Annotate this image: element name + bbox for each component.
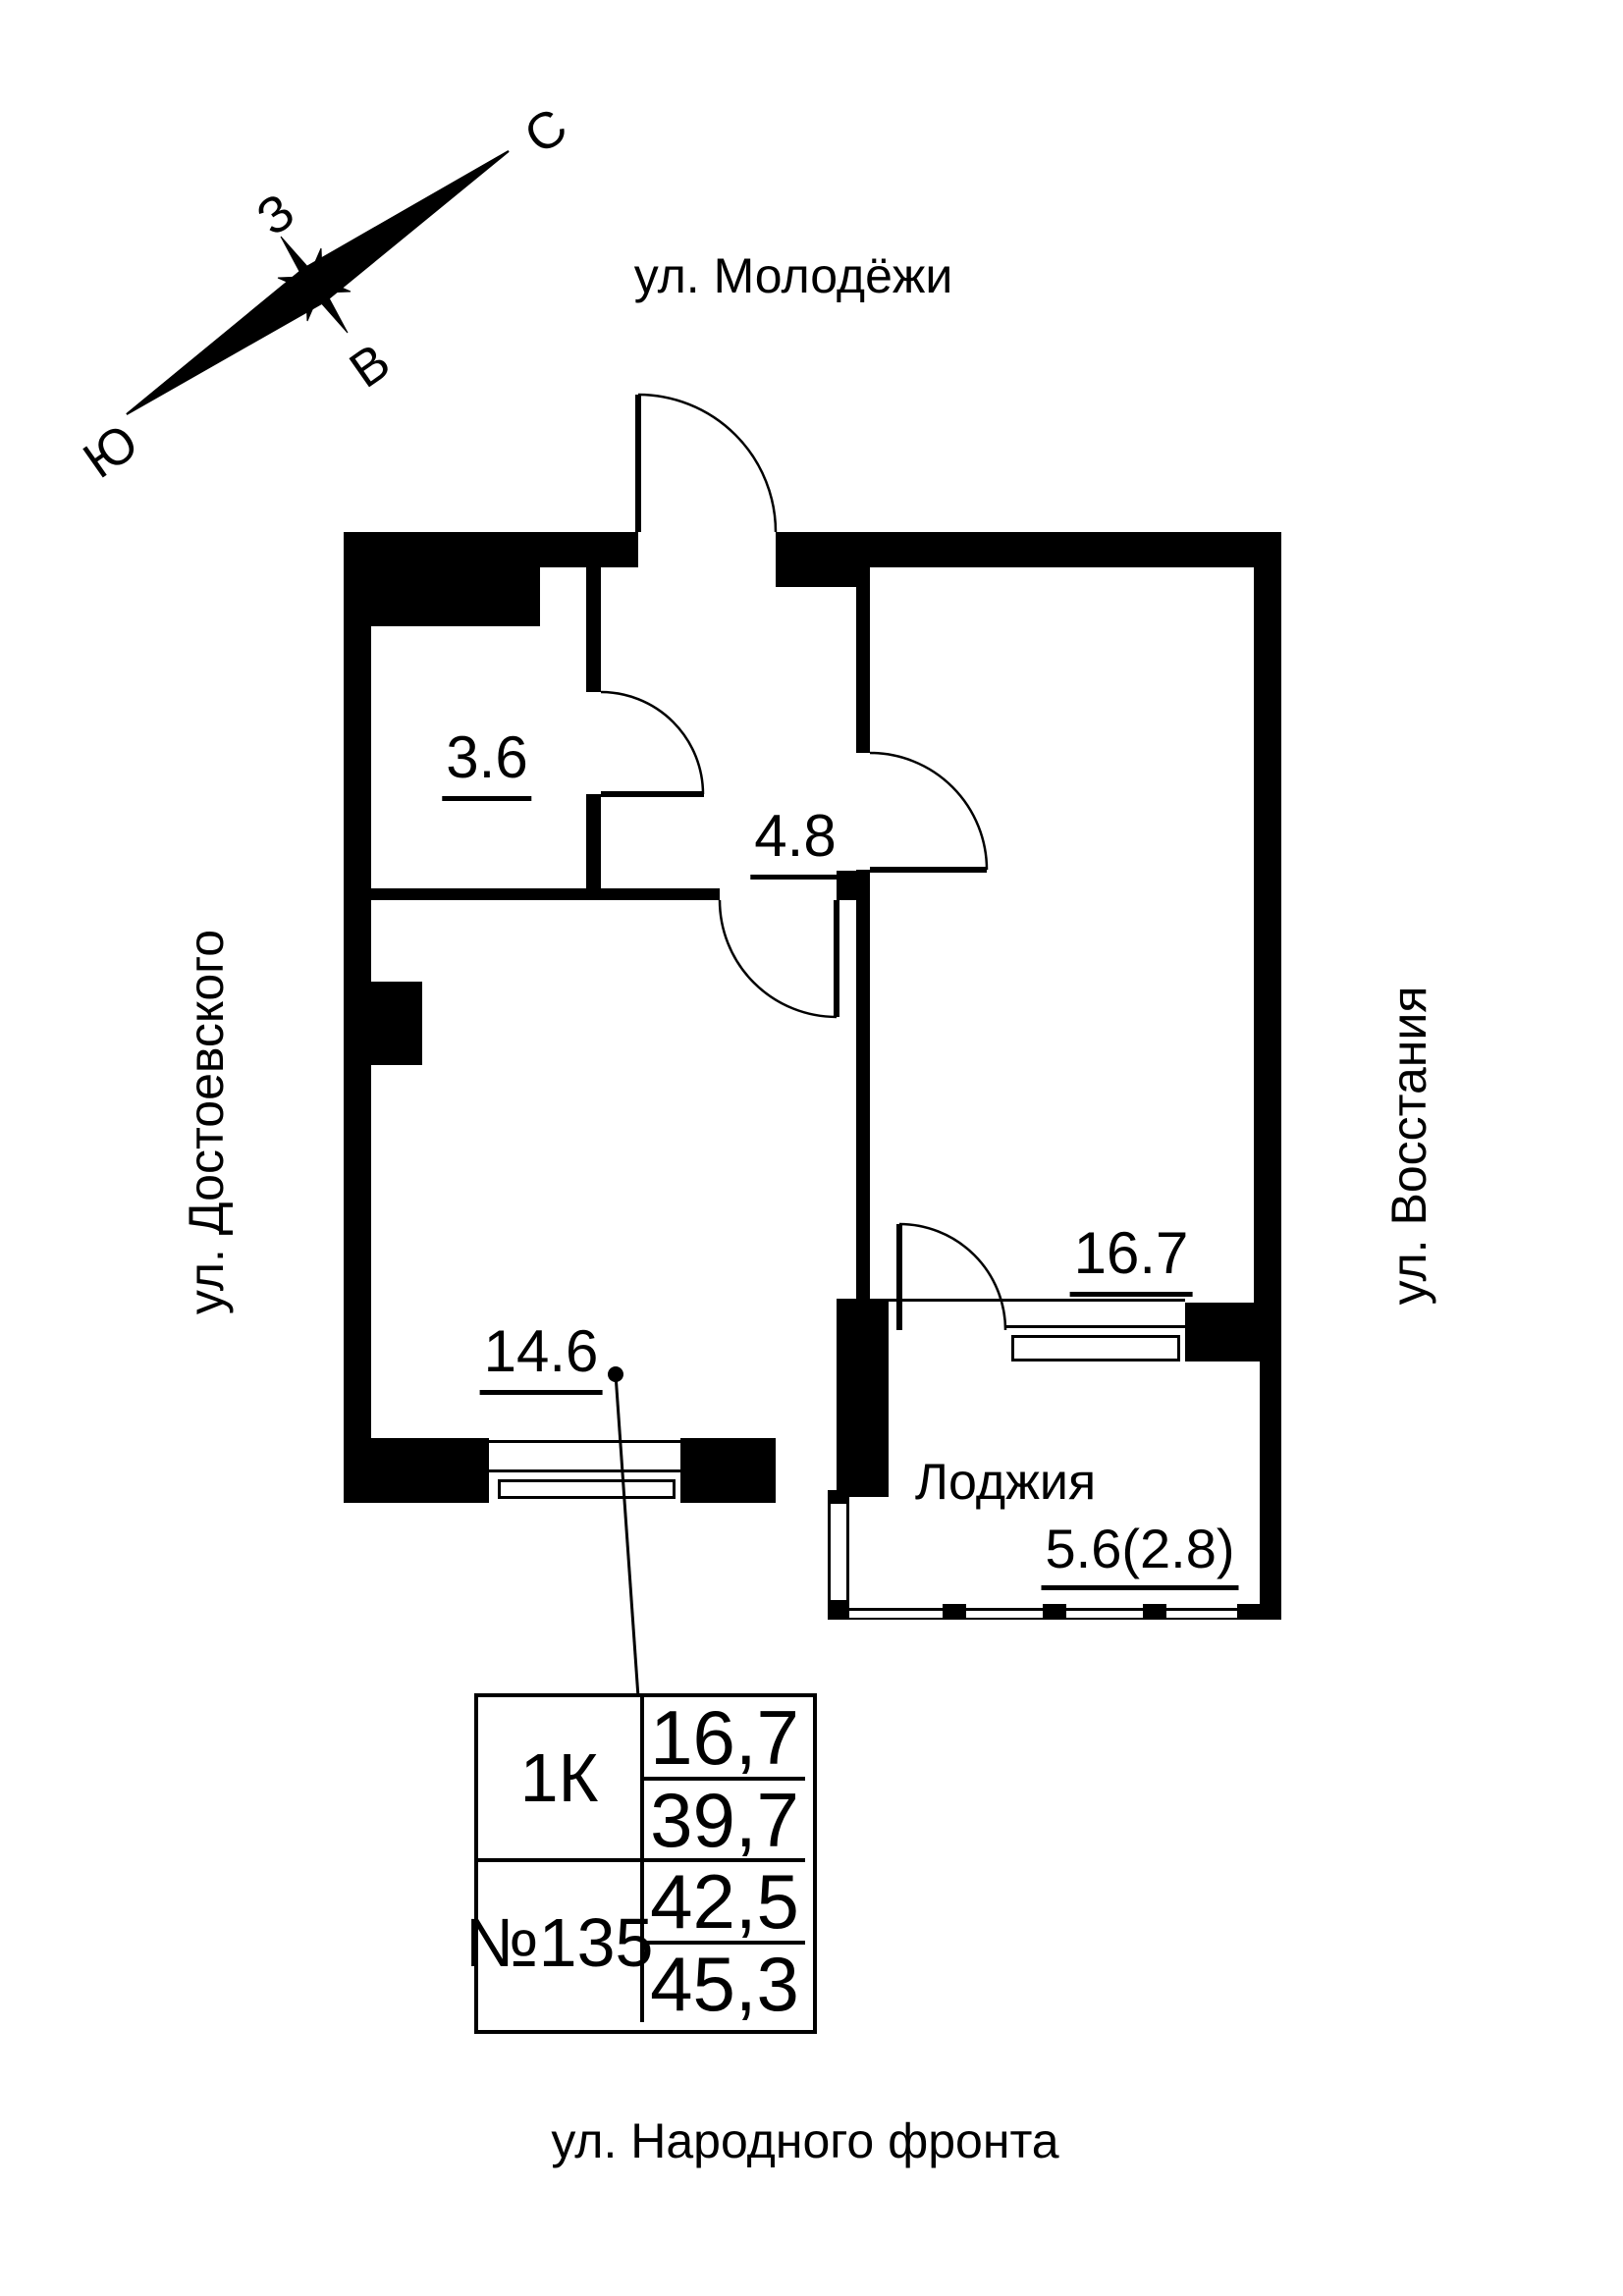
wall-chunk-entrance-right	[776, 567, 857, 587]
wall-bottom-left	[344, 1438, 489, 1503]
loggia-label: Лоджия	[914, 1454, 1097, 1511]
loggia-door-leaf	[896, 1224, 902, 1330]
partition-hall-living	[856, 567, 870, 753]
room167-door-arc	[869, 751, 989, 871]
stamp-value-living: 16,7	[650, 1693, 799, 1781]
room146-door-arc	[718, 899, 838, 1019]
stamp-value-reduced: 42,5	[650, 1858, 799, 1945]
entrance-door-arc	[637, 393, 778, 533]
stamp-divider-row3	[644, 1941, 805, 1945]
apartment-stamp-table: 1К №135 16,7 39,7 42,5 45,3	[464, 1693, 817, 2034]
room-area-hall: 4.8	[750, 807, 840, 880]
loggia-mullion-post	[1143, 1604, 1166, 1620]
wall-loggia-right	[1260, 1362, 1281, 1620]
loggia-boundary-line	[870, 1299, 1185, 1302]
leader-line	[614, 1373, 640, 1698]
compass-star	[265, 236, 363, 334]
wall-corner-chunk-topleft	[344, 567, 540, 626]
wall-right	[1254, 532, 1281, 1362]
wall-bottom-right	[680, 1438, 776, 1503]
stamp-apartment-type: 1К	[519, 1739, 599, 1816]
loggia-mullion-post	[1043, 1604, 1066, 1620]
wall-chunk-hall-door	[837, 871, 856, 900]
loggia-mullion-post	[828, 1490, 849, 1504]
loggia-door-arc	[898, 1222, 1007, 1331]
window-167-sill	[1011, 1335, 1180, 1362]
room146-door-leaf	[834, 900, 839, 1017]
wall-bathroom-bottom	[371, 888, 720, 900]
loggia-left-outer-line	[828, 1497, 831, 1620]
loggia-left-inner-line	[846, 1497, 849, 1620]
bathroom-door-leaf	[601, 791, 704, 797]
stamp-divider-row1	[644, 1777, 805, 1781]
partition-rooms	[856, 870, 870, 1299]
stamp-apartment-number: №135	[464, 1903, 654, 1981]
loggia-mullion-post	[943, 1604, 966, 1620]
wall-top-left	[344, 532, 638, 567]
wall-loggia-left-chunk	[837, 1299, 889, 1497]
window-167-inner-line	[1005, 1325, 1185, 1328]
window-146-outer-line	[489, 1440, 680, 1443]
loggia-mullion-post	[1237, 1604, 1261, 1620]
compass-rose: С З В Ю	[74, 97, 577, 489]
stamp-value-area: 39,7	[650, 1776, 799, 1863]
wall-left	[344, 567, 371, 1503]
wall-top-right	[776, 532, 1281, 567]
loggia-area: 5.6(2.8)	[1041, 1522, 1239, 1590]
loggia-mullion-post	[828, 1600, 849, 1620]
window-146-sill	[498, 1479, 676, 1499]
stamp-divider-middle	[478, 1858, 805, 1862]
partition-bathroom-lower	[586, 794, 601, 888]
room167-door-leaf	[870, 867, 987, 873]
room-area-room146: 14.6	[479, 1322, 603, 1395]
street-label-bottom: ул. Народного фронта	[551, 2113, 1059, 2168]
street-label-top: ул. Молодёжи	[633, 248, 953, 303]
wall-shaft-left	[371, 982, 422, 1065]
bathroom-door-arc	[600, 690, 705, 795]
room-area-room167: 16.7	[1069, 1224, 1193, 1297]
wall-chunk-loggia-topright	[1185, 1303, 1254, 1362]
room-area-bathroom: 3.6	[442, 728, 532, 801]
window-146-inner-line	[489, 1469, 680, 1472]
stamp-value-total: 45,3	[650, 1940, 799, 2027]
entrance-door-leaf	[635, 395, 641, 532]
partition-bathroom-upper	[586, 567, 601, 692]
